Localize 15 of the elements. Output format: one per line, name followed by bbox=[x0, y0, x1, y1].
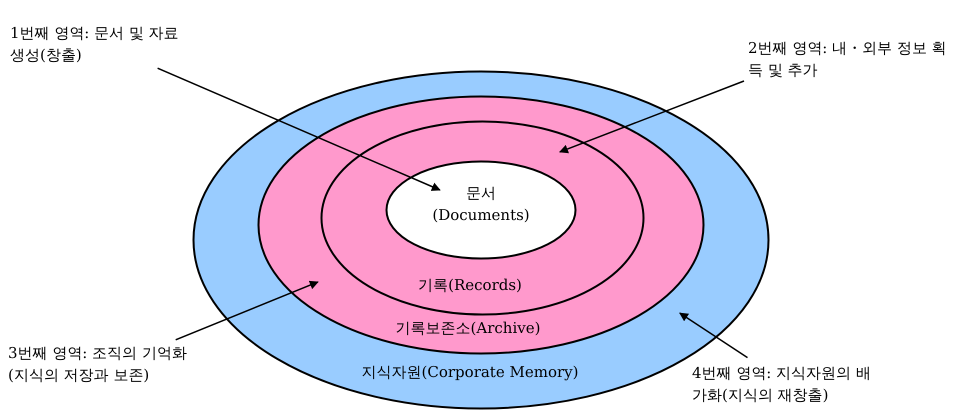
arrow bbox=[679, 312, 748, 358]
ring-ellipse bbox=[257, 95, 705, 355]
callout-text: 1번째 영역: 문서 및 자료 생성(창출) bbox=[10, 22, 190, 66]
arrow bbox=[559, 80, 744, 154]
callout-text: 2번째 영역: 내・외부 정보 획득 및 추가 bbox=[748, 37, 948, 81]
ring-ellipse bbox=[385, 160, 577, 260]
ring-label: 기록(Records) bbox=[417, 275, 523, 296]
callout-text: 3번째 영역: 조직의 기억화(지식의 저장과 보존) bbox=[8, 342, 203, 386]
ring-label: 문서 (Documents) bbox=[431, 183, 531, 226]
arrow bbox=[157, 68, 441, 191]
ring-label: 지식자원(Corporate Memory) bbox=[360, 362, 580, 383]
callout-text: 4번째 영역: 지식자원의 배가화(지식의 재창출) bbox=[692, 362, 877, 406]
ring-ellipse bbox=[320, 120, 645, 316]
arrow bbox=[175, 280, 319, 340]
ring-label: 기록보존소(Archive) bbox=[394, 318, 542, 339]
